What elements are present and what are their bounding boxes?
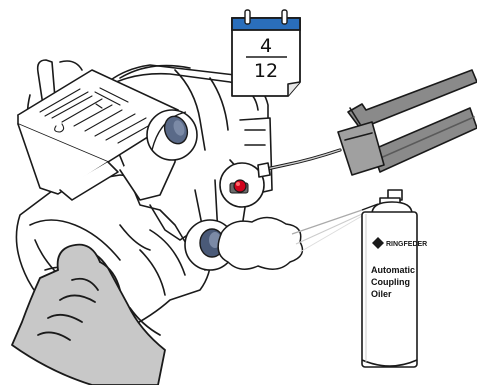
- svg-text:RINGFEDER: RINGFEDER: [386, 241, 427, 248]
- grease-nipple-detail: [220, 163, 264, 207]
- spray-can: RINGFEDER Automatic Coupling Oiler: [362, 190, 427, 367]
- can-label-line2: Coupling: [371, 277, 410, 287]
- calendar-icon: 4 12: [232, 10, 300, 96]
- interval-denominator: 12: [254, 60, 278, 82]
- can-label-line3: Oiler: [371, 289, 392, 299]
- interval-numerator: 4: [260, 35, 272, 57]
- upper-pin-detail: [147, 110, 197, 160]
- can-label-line1: Automatic: [371, 265, 415, 275]
- grease-nipple: [234, 180, 246, 192]
